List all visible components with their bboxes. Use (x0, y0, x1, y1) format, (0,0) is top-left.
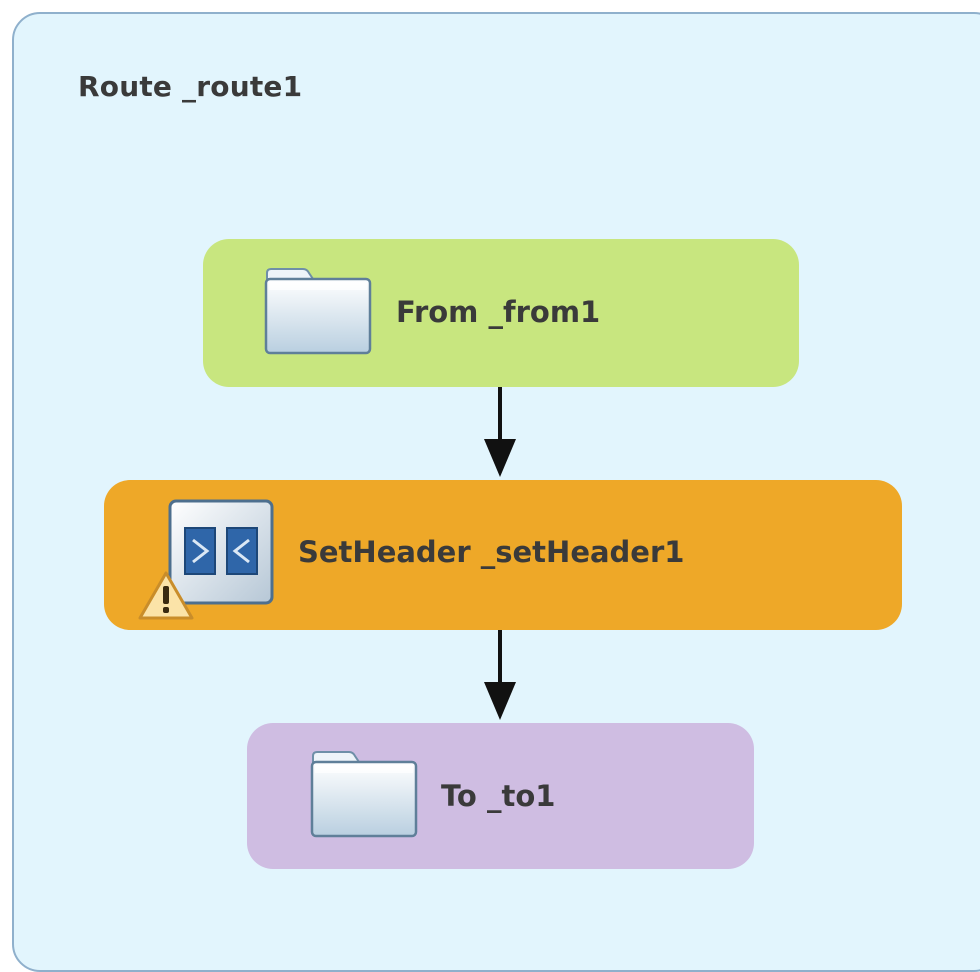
connector-arrow-2 (484, 630, 516, 720)
setheader-node[interactable]: SetHeader _setHeader1 (104, 480, 902, 630)
warning-icon (138, 571, 194, 620)
connector-arrow-1 (484, 387, 516, 477)
folder-icon (310, 751, 418, 838)
from-node-label: From _from1 (396, 295, 601, 329)
route-title: Route _route1 (78, 70, 303, 103)
set-header-icon (168, 499, 274, 605)
to-node[interactable]: To _to1 (247, 723, 754, 869)
setheader-node-label: SetHeader _setHeader1 (298, 535, 685, 569)
to-node-label: To _to1 (441, 779, 556, 813)
from-node[interactable]: From _from1 (203, 239, 799, 387)
folder-icon (264, 268, 372, 355)
